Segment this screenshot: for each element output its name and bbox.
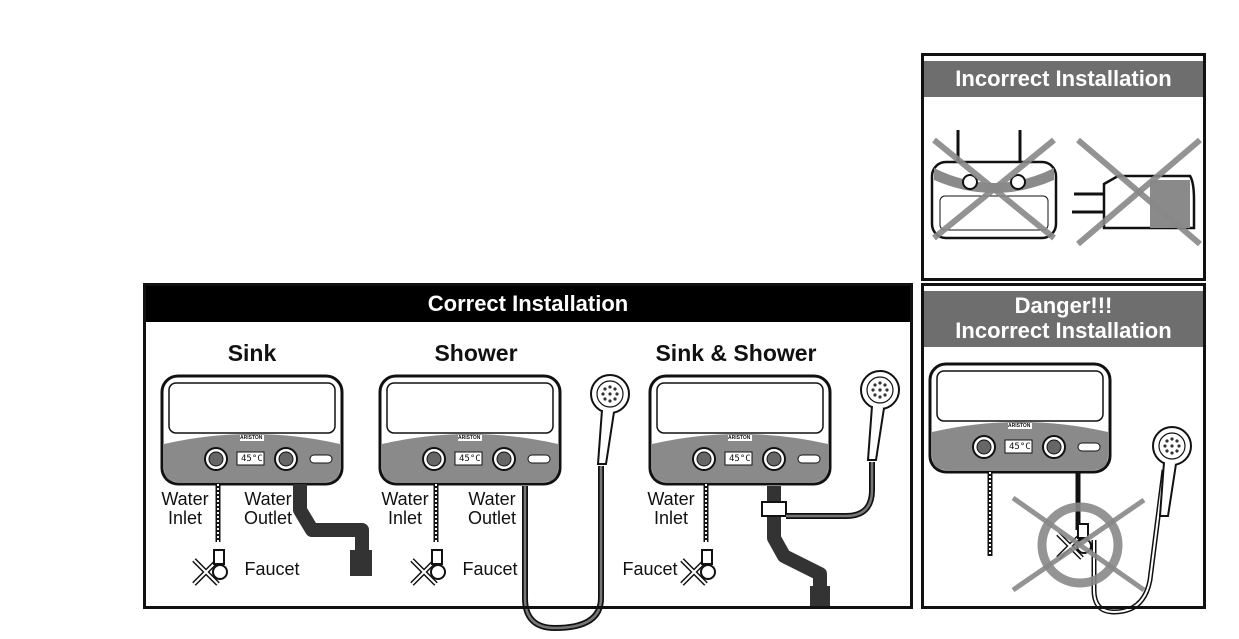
incorrect-installation-panel: Incorrect Installation <box>921 53 1206 281</box>
danger-outlet-hose <box>1075 469 1167 615</box>
incorrect-heater-upside-down <box>930 130 1058 241</box>
sink-shower-heater-brand: ARISTON <box>728 435 751 441</box>
sink-heater-display: 45°C <box>241 454 263 464</box>
sink-shower-heater-display: 45°C <box>729 454 751 464</box>
sink-shower-hose <box>786 462 875 519</box>
shower-heater-brand: ARISTON <box>458 435 481 441</box>
danger-title: Danger!!! Incorrect Installation <box>924 291 1203 347</box>
section-title-sink: Sink <box>227 340 277 366</box>
incorrect-installation-title: Incorrect Installation <box>924 61 1203 97</box>
sink-faucet-spout <box>293 484 372 576</box>
shower-heater-display: 45°C <box>459 454 481 464</box>
danger-heater-brand: ARISTON <box>1008 423 1031 429</box>
sink-faucet-label: Faucet <box>244 559 300 579</box>
correct-installation-title: Correct Installation <box>146 286 910 322</box>
danger-title-line1: Danger!!! <box>1014 293 1113 318</box>
danger-panel: Danger!!! Incorrect Installation <box>921 283 1206 609</box>
danger-heater-display: 45°C <box>1009 442 1031 452</box>
danger-prohibited-symbol <box>1011 495 1146 593</box>
sink-heater-brand: ARISTON <box>240 435 263 441</box>
section-title-shower: Shower <box>434 340 518 366</box>
sink-shower-faucet-label: Faucet <box>622 559 678 579</box>
correct-installation-panel: Correct Installation <box>143 283 913 609</box>
incorrect-heater-flat <box>1072 137 1202 247</box>
shower-faucet-label: Faucet <box>462 559 518 579</box>
section-title-sink-shower: Sink & Shower <box>655 340 817 366</box>
sink-shower-spout <box>761 486 830 606</box>
danger-title-line2: Incorrect Installation <box>955 318 1172 343</box>
